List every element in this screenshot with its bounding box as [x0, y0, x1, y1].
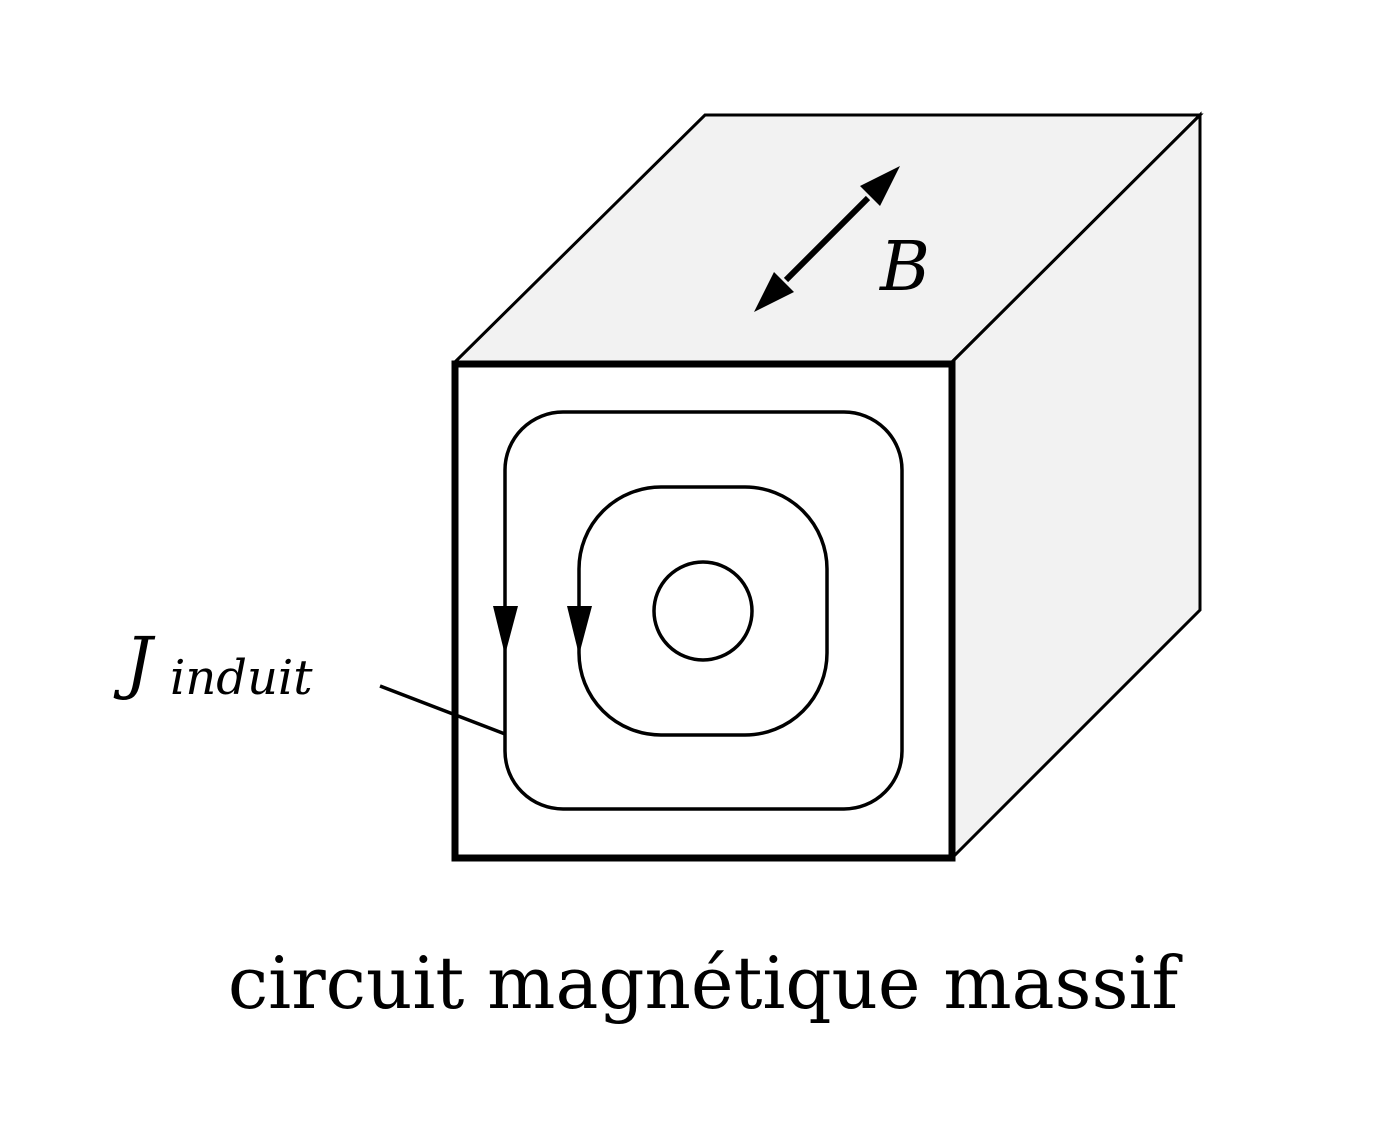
- field-arrowhead-down: [754, 272, 794, 312]
- eddy-current-arrowhead-inner: [567, 606, 592, 655]
- diagram-caption: circuit magnétique massif: [228, 941, 1183, 1025]
- eddy-current-arrowhead-outer: [493, 606, 518, 655]
- field-arrowhead-up: [860, 166, 900, 206]
- current-leader-line: [379, 684, 506, 736]
- field-label: B: [878, 228, 930, 307]
- current-label: J induit: [113, 624, 313, 706]
- field-double-arrow: [754, 166, 900, 312]
- eddy-current-loop-center: [652, 560, 754, 662]
- current-label-subscript: induit: [170, 650, 313, 706]
- cube-front-face: [451, 360, 956, 862]
- current-label-main: J: [113, 624, 156, 703]
